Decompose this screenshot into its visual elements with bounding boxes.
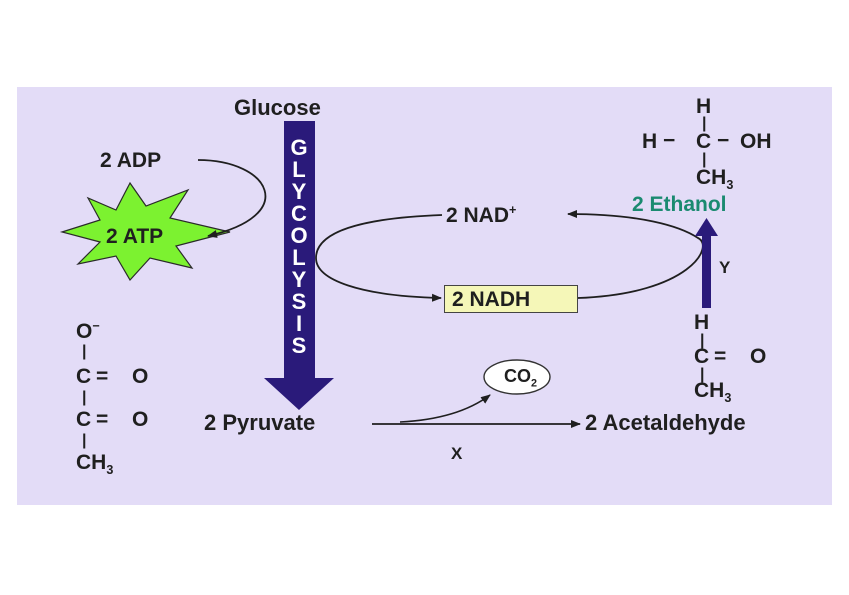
bond-vertical: |	[82, 389, 87, 406]
glycolysis-letter: G	[290, 135, 308, 160]
ethanol-h-top: H	[696, 95, 712, 118]
adp-label: 2 ADP	[100, 149, 162, 172]
bond-double: =	[96, 365, 109, 388]
adp-to-atp-arrow	[197, 159, 267, 238]
atp-label: 2 ATP	[106, 225, 164, 248]
pyruvate-o2: O	[132, 408, 149, 431]
pyruvate-c1: C	[76, 365, 92, 388]
step-label-y: Y	[719, 258, 731, 277]
nad-plus-label: 2 NAD+	[446, 203, 517, 227]
acetaldehyde-to-ethanol-arrow	[695, 218, 718, 308]
glycolysis-letter: C	[291, 201, 307, 226]
nadh-to-nad-arc	[567, 210, 704, 299]
bond-single: −	[717, 129, 730, 152]
pyruvate-o1: O	[132, 365, 149, 388]
bond-vertical: |	[700, 366, 705, 383]
bond-vertical: |	[82, 343, 87, 360]
glycolysis-letter: S	[291, 289, 307, 314]
pyruvate-c2: C	[76, 408, 92, 431]
bond-double: =	[714, 345, 727, 368]
pyruvate-o-minus: O−	[76, 319, 100, 343]
glycolysis-letter: I	[295, 311, 303, 336]
bond-vertical: |	[702, 151, 707, 168]
glycolysis-letter: Y	[291, 267, 307, 292]
nad-to-nadh-arc	[315, 214, 443, 302]
glycolysis-letter: L	[292, 157, 306, 182]
nadh-box	[444, 285, 578, 313]
nadh-label: 2 NADH	[452, 288, 531, 311]
glycolysis-letter: Y	[291, 179, 307, 204]
bond-vertical: |	[82, 432, 87, 449]
atp-star	[59, 181, 231, 282]
glycolysis-letter: S	[291, 333, 307, 358]
diagram-panel	[17, 87, 832, 505]
acetaldehyde-o: O	[750, 345, 767, 368]
co2-ellipse	[483, 359, 551, 395]
ethanol-ch3: CH3	[696, 166, 734, 193]
bond-vertical: |	[700, 332, 705, 349]
glucose-label: Glucose	[234, 95, 321, 120]
acetaldehyde-h: H	[694, 311, 710, 334]
step-label-x: X	[451, 444, 463, 463]
co2-release-arrow	[399, 394, 491, 423]
ethanol-oh: OH	[740, 130, 772, 153]
bond-single: −	[663, 129, 676, 152]
ethanol-label: 2 Ethanol	[632, 193, 727, 216]
acetaldehyde-c: C	[694, 345, 710, 368]
ethanol-c: C	[696, 130, 712, 153]
co2-label: CO2	[504, 366, 538, 390]
glycolysis-letter: L	[292, 245, 306, 270]
pyruvate-ch3: CH3	[76, 451, 114, 478]
acetaldehyde-ch3: CH3	[694, 379, 732, 406]
glycolysis-letter: O	[290, 223, 308, 248]
glycolysis-arrow	[264, 121, 334, 410]
bond-double: =	[96, 408, 109, 431]
ethanol-h-left: H	[642, 130, 658, 153]
pyruvate-label: 2 Pyruvate	[204, 410, 316, 435]
bond-vertical: |	[702, 115, 707, 132]
acetaldehyde-label: 2 Acetaldehyde	[585, 410, 746, 435]
